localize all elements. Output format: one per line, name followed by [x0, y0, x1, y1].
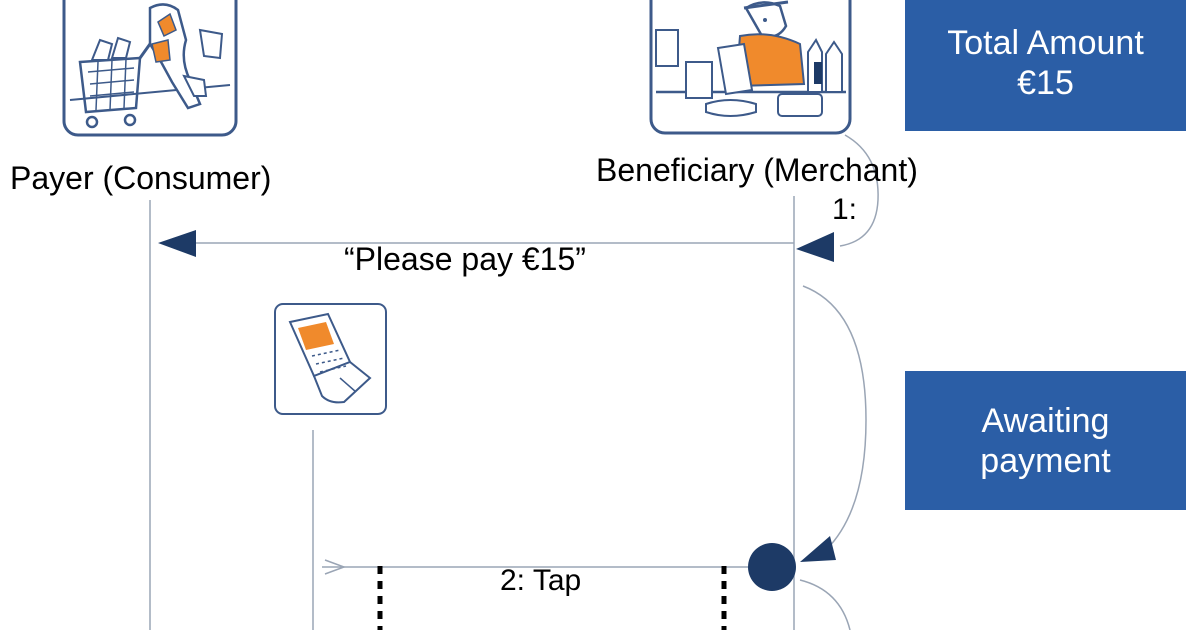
continue-curve [799, 579, 851, 630]
step1-number: 1: [832, 193, 858, 226]
awaiting-arrowhead [800, 536, 836, 562]
total-amount-value: €15 [1017, 63, 1074, 102]
awaiting-label-line1: Awaiting [981, 401, 1110, 440]
awaiting-payment-box: Awaiting payment [905, 371, 1186, 510]
shopkeeper-at-counter-icon [649, 0, 852, 135]
awaiting-label-line2: payment [980, 441, 1111, 480]
shopper-with-cart-icon [62, 0, 238, 137]
tap-arrow-tail [324, 559, 347, 575]
beneficiary-label: Beneficiary (Merchant) [596, 152, 918, 188]
step1-self-arrow [839, 134, 879, 247]
request-message-label: “Please pay €15” [344, 241, 586, 277]
total-amount-label: Total Amount [947, 23, 1144, 62]
request-arrowhead [158, 230, 196, 257]
payment-received-dot [748, 543, 796, 591]
payer-label: Payer (Consumer) [10, 160, 272, 196]
awaiting-curve [802, 285, 867, 551]
tap-message-label: 2: Tap [500, 564, 582, 597]
step1-arrowhead [796, 232, 834, 262]
mobile-phone-icon [274, 303, 387, 415]
total-amount-box: Total Amount €15 [905, 0, 1186, 131]
